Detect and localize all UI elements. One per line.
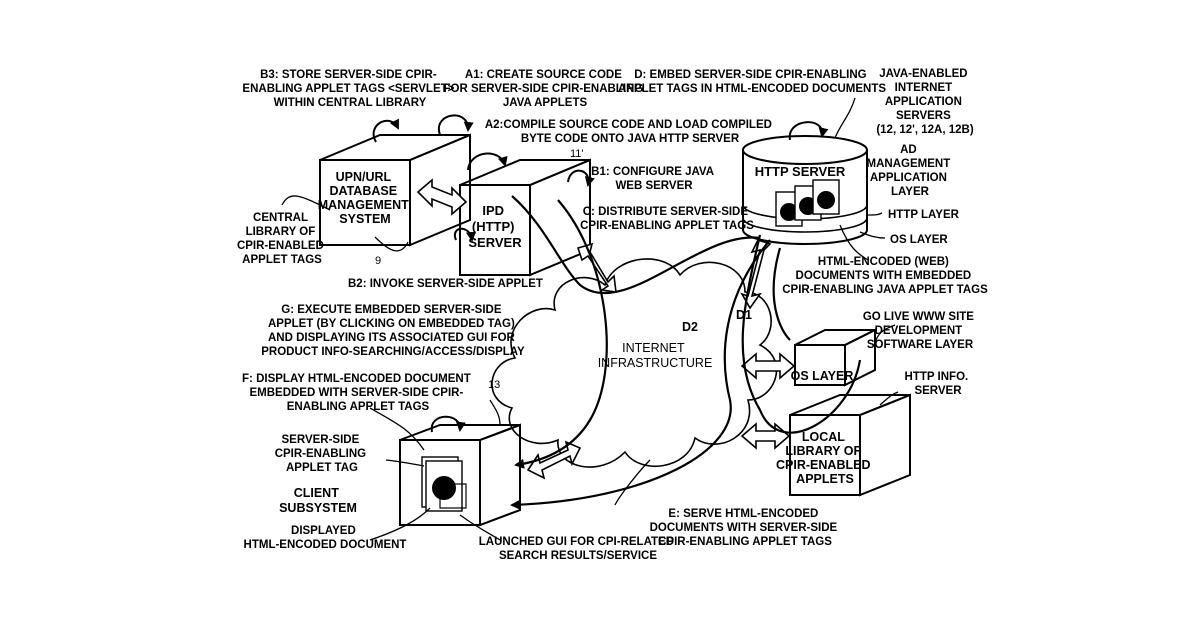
- g-label: G: EXECUTE EMBEDDED SERVER-SIDE APPLET (…: [261, 304, 525, 358]
- c-label: C: DISTRIBUTE SERVER-SIDE CPIR-ENABLING …: [580, 206, 754, 232]
- http-layer-label: HTTP LAYER: [888, 209, 960, 221]
- upn-db-label: UPN/URL DATABASE MANAGEMENT SYSTEM: [318, 170, 412, 226]
- go-live-label: GO LIVE WWW SITE DEVELOPMENT SOFTWARE LA…: [863, 311, 977, 351]
- d1-label: D1: [736, 308, 752, 322]
- ipd-server-label: IPD (HTTP) SERVER: [468, 203, 522, 250]
- ref-11: 11': [570, 148, 584, 160]
- b2-label: B2: INVOKE SERVER-SIDE APPLET: [348, 278, 543, 290]
- client-subsystem-label: CLIENT SUBSYSTEM: [279, 486, 357, 515]
- ipd-internet-double-arrow: [578, 244, 616, 292]
- html-documents-icon: [776, 180, 839, 226]
- http-server-label: HTTP SERVER: [755, 164, 846, 179]
- html-docs-label: HTML-ENCODED (WEB) DOCUMENTS WITH EMBEDD…: [782, 256, 988, 296]
- d2-label: D2: [682, 320, 698, 334]
- e-label: E: SERVE HTML-ENCODED DOCUMENTS WITH SER…: [650, 508, 841, 548]
- ad-layer-label: AD MANAGEMENT APPLICATION LAYER: [867, 144, 954, 198]
- internet-label: INTERNET INFRASTRUCTURE: [598, 341, 713, 370]
- b1-label: B1: CONFIGURE JAVA WEB SERVER: [591, 166, 717, 192]
- db-ipd-double-arrow: [418, 180, 466, 214]
- http-info-label: HTTP INFO. SERVER: [905, 371, 972, 397]
- server-side-tag-label: SERVER-SIDE CPIR-ENABLING APPLET TAG: [275, 434, 370, 474]
- os-layer-right-label: OS LAYER: [890, 234, 948, 246]
- client-document-icon: [422, 457, 466, 511]
- os-layer-double-arrow: [742, 354, 794, 378]
- d-label: D: EMBED SERVER-SIDE CPIR-ENABLING APPLE…: [618, 69, 886, 95]
- central-library-label: CENTRAL LIBRARY OF CPIR-ENABLED APPLET T…: [237, 212, 327, 266]
- f-label: F: DISPLAY HTML-ENCODED DOCUMENT EMBEDDE…: [242, 373, 474, 413]
- ref-9: 9: [375, 255, 381, 267]
- java-servers-label: JAVA-ENABLED INTERNET APPLICATION SERVER…: [876, 68, 974, 136]
- displayed-doc-label: DISPLAYED HTML-ENCODED DOCUMENT: [244, 525, 407, 551]
- ref-13: 13: [488, 379, 500, 391]
- os-layer-box-label: OS LAYER: [791, 369, 854, 383]
- a2-label: A2:COMPILE SOURCE CODE AND LOAD COMPILED…: [485, 119, 775, 145]
- launched-gui-label: LAUNCHED GUI FOR CPI-RELATED SEARCH RESU…: [479, 536, 677, 562]
- b3-label: B3: STORE SERVER-SIDE CPIR- ENABLING APP…: [242, 69, 457, 109]
- local-library-double-arrow: [742, 424, 789, 448]
- a1-label: A1: CREATE SOURCE CODE FOR SERVER-SIDE C…: [444, 69, 647, 109]
